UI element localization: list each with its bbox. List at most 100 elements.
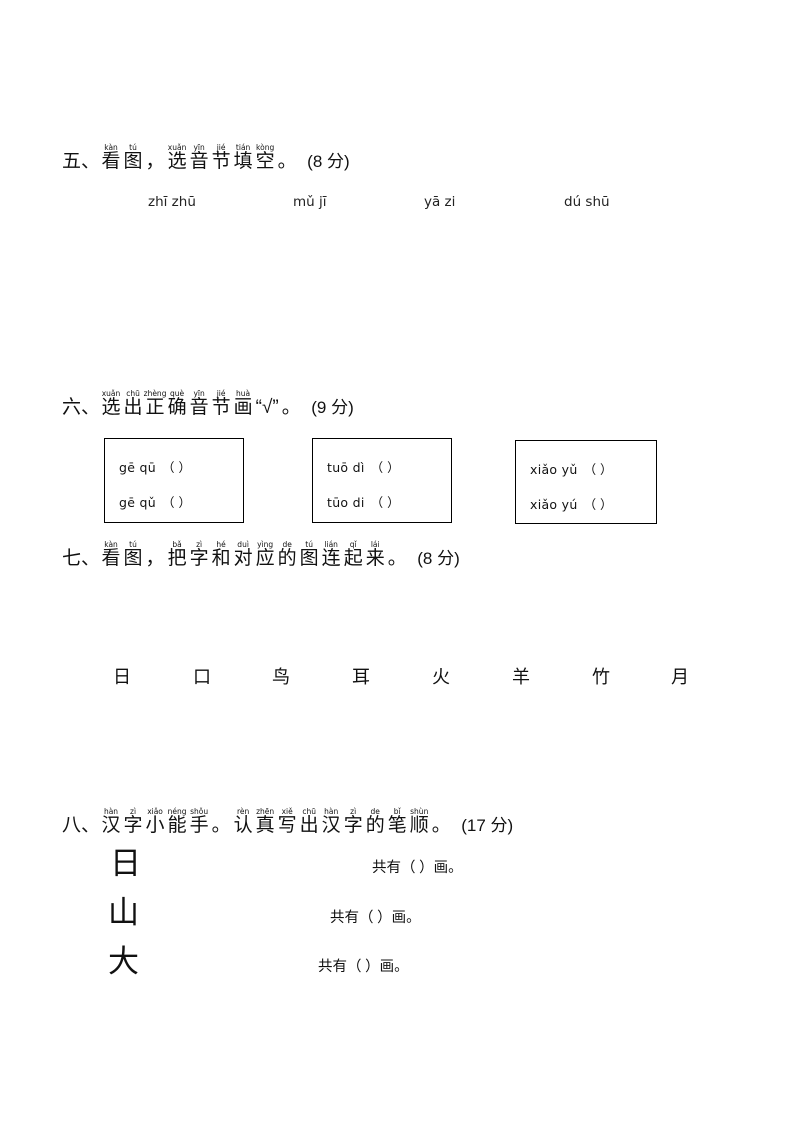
match-character[interactable]: 火 [432, 667, 450, 687]
pinyin-annotation: tú [129, 539, 137, 549]
pinyin-annotation: hé [216, 539, 226, 549]
stroke-count-blank[interactable]: 共有（ ）画。 [330, 910, 421, 926]
pinyin-annotation: lián [324, 539, 338, 549]
pinyin-annotation: xuǎn [101, 388, 121, 398]
match-character[interactable]: 竹 [592, 667, 610, 687]
han-character: 认 [233, 815, 253, 836]
answer-parenthesis[interactable]: （ ） [370, 460, 400, 475]
pinyin-annotation: kòng [256, 142, 275, 152]
answer-parenthesis[interactable]: （ ） [161, 495, 191, 510]
pinyin-option[interactable]: tuō dì（ ） [327, 457, 400, 476]
han-character: ， [145, 548, 165, 569]
pinyin-annotation: shùn [410, 806, 429, 816]
answer-parenthesis[interactable]: （ ） [161, 460, 191, 475]
section-score: (9 分) [311, 398, 354, 417]
match-character[interactable]: 鸟 [272, 667, 290, 687]
answer-parenthesis[interactable]: （ ） [583, 497, 613, 512]
section-number: 八、 [62, 815, 101, 836]
match-character[interactable]: 口 [193, 667, 211, 687]
pinyin-annotation: bǐ [393, 806, 401, 816]
pinyin-annotation: tián [235, 142, 251, 152]
section-7-character-row: 日口鸟耳火羊竹月 [0, 668, 793, 698]
match-character[interactable]: 月 [671, 667, 689, 687]
han-character: 把 [167, 548, 187, 569]
pinyin-option-text: xiǎo yú [530, 497, 578, 512]
han-character: 小 [145, 815, 165, 836]
pinyin-word: mǔ jī [293, 194, 327, 210]
stroke-count-blank[interactable]: 共有（ ）画。 [372, 860, 463, 876]
pinyin-option[interactable]: gē qū（ ） [119, 457, 191, 476]
han-character: 图 [123, 151, 143, 172]
han-character: 出 [299, 815, 319, 836]
han-character: 写 [277, 815, 297, 836]
stroke-character: 日 [110, 846, 141, 881]
match-character[interactable]: 耳 [352, 667, 370, 687]
han-character: 。 [277, 151, 297, 172]
title-char: 。 [278, 152, 297, 172]
pinyin-annotation: hàn [103, 806, 119, 816]
pinyin-annotation: lái [370, 539, 380, 549]
han-character: ， [145, 151, 165, 172]
stroke-count-blank[interactable]: 共有（ ）画。 [318, 959, 409, 975]
answer-parenthesis[interactable]: （ ） [583, 462, 613, 477]
stroke-character: 山 [108, 895, 139, 930]
section-number: 五、 [62, 151, 101, 172]
pinyin-annotation: néng [167, 806, 187, 816]
han-character: 选 [167, 151, 187, 172]
answer-parenthesis[interactable]: （ ） [370, 495, 400, 510]
pinyin-option[interactable]: xiǎo yǔ（ ） [530, 459, 613, 478]
pinyin-annotation: hàn [324, 806, 339, 816]
han-character: 看 [101, 151, 121, 172]
han-character: 。 [387, 548, 407, 569]
title-char: “√” [256, 398, 279, 418]
han-character: 音 [189, 397, 209, 418]
title-char: 。 [432, 816, 451, 836]
pinyin-option[interactable]: xiǎo yú （ ） [530, 494, 613, 513]
pinyin-annotation: kàn [104, 539, 118, 549]
pinyin-option[interactable]: gē qǔ（ ） [119, 492, 191, 511]
stroke-count-row: 山 共有（ ）画。 [0, 897, 793, 943]
han-character: “√” [255, 397, 279, 418]
pinyin-annotation: xuǎn [167, 142, 187, 152]
section-number: 六、 [62, 397, 101, 418]
pinyin-annotation: yīn [193, 142, 205, 152]
han-character: 字 [343, 815, 363, 836]
pinyin-word: dú shū [564, 194, 610, 210]
han-character: 出 [123, 397, 143, 418]
han-character: 连 [321, 548, 341, 569]
match-character[interactable]: 羊 [512, 667, 530, 687]
pinyin-annotation: xiǎo [147, 806, 163, 816]
han-character: 正 [145, 397, 165, 418]
pinyin-annotation: tú [305, 539, 314, 549]
pinyin-annotation: zhēn [256, 806, 275, 816]
choice-box[interactable]: xiǎo yǔ（ ） xiǎo yú （ ） [515, 440, 657, 524]
han-character: 真 [255, 815, 275, 836]
choice-box[interactable]: gē qū（ ） gē qǔ（ ） [104, 438, 244, 523]
pinyin-annotation: qǐ [349, 539, 357, 549]
pinyin-annotation: rèn [236, 806, 250, 816]
pinyin-option[interactable]: tūo di（ ） [327, 492, 400, 511]
choice-box[interactable]: tuō dì（ ） tūo di（ ） [312, 438, 452, 523]
match-character[interactable]: 日 [113, 667, 131, 687]
